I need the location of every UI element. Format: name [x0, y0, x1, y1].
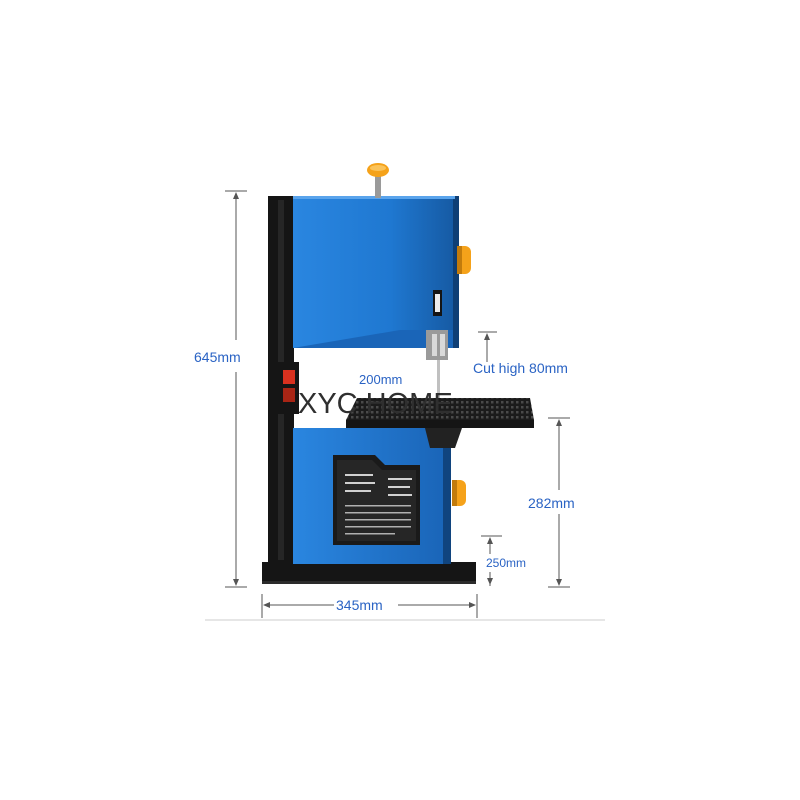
table-trunnion: [425, 428, 462, 448]
work-table: [346, 398, 534, 420]
dim-table-height-label: 282mm: [528, 495, 575, 511]
dimension-arrows: [233, 192, 562, 608]
dimension-lines: [225, 190, 570, 618]
dim-throat-width-label: 200mm: [359, 372, 402, 387]
saw-base: [262, 562, 476, 584]
dim-cut-height-label: Cut high 80mm: [473, 360, 568, 376]
power-switch-red: [283, 370, 295, 384]
dim-total-height-label: 645mm: [194, 349, 241, 365]
upper-wheel-cover: [293, 196, 455, 348]
dim-base-width-label: 345mm: [336, 597, 383, 613]
floor-line: [205, 619, 605, 621]
watermark-text: XYC HOME: [298, 388, 453, 420]
saw-blade: [437, 360, 440, 408]
blade-guard-rod: [375, 176, 381, 198]
dim-base-height-label: 250mm: [486, 556, 526, 570]
